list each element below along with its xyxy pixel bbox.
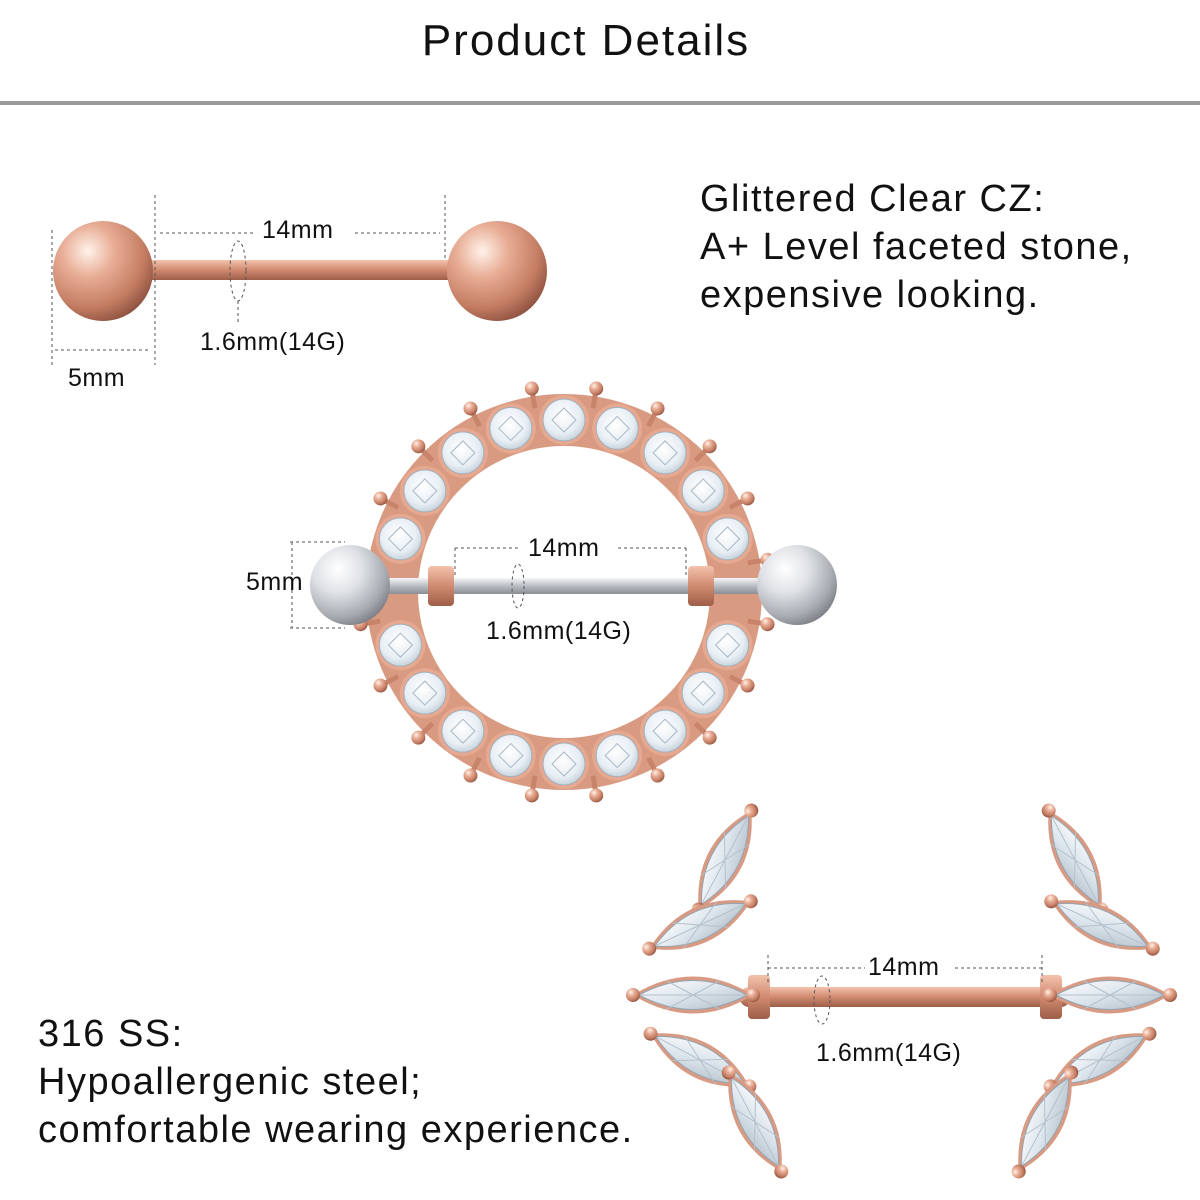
shield-length-label: 14mm <box>528 534 600 562</box>
marquise-stone-icon <box>1044 894 1160 956</box>
prong <box>463 768 478 783</box>
cz-stone-icon <box>489 406 533 450</box>
ball-end-icon <box>757 545 837 625</box>
marquise-stone-icon <box>1043 976 1177 1014</box>
cz-stone-icon <box>643 431 687 475</box>
barbell-plain <box>51 195 547 365</box>
prong <box>411 439 426 454</box>
cz-stone-icon <box>542 742 586 786</box>
prong <box>524 381 539 396</box>
prong <box>589 381 604 396</box>
prong <box>524 788 539 803</box>
marquise-stone-icon <box>691 803 759 917</box>
prong <box>650 401 665 416</box>
barbell-gauge-label: 1.6mm(14G) <box>200 328 346 356</box>
wings-length-label: 14mm <box>868 953 940 981</box>
cz-stone-icon <box>706 623 750 667</box>
prong <box>411 730 426 745</box>
marquise-stone-icon <box>721 1065 789 1179</box>
dimension-lines <box>767 955 1043 1025</box>
barbell-wings <box>626 803 1177 1179</box>
stone-heading: Glittered Clear CZ: <box>700 178 1046 220</box>
stone-line-2: expensive looking. <box>700 274 1040 316</box>
shield-ball-label: 5mm <box>246 568 304 596</box>
barbell-ball-label: 5mm <box>68 364 126 392</box>
material-line-1: Hypoallergenic steel; <box>38 1061 423 1103</box>
bar-rod <box>380 578 770 594</box>
prong <box>650 768 665 783</box>
bar-rod <box>740 987 1070 1007</box>
cz-stone-icon <box>595 406 639 450</box>
prong <box>463 401 478 416</box>
prong <box>702 439 717 454</box>
prong <box>589 788 604 803</box>
prong <box>740 678 755 693</box>
barbell-length-label: 14mm <box>262 216 334 244</box>
cz-stone-icon <box>378 623 422 667</box>
cz-stone-icon <box>706 517 750 561</box>
stone-note: Glittered Clear CZ: A+ Level faceted sto… <box>700 175 1133 319</box>
dimension-lines <box>51 195 446 365</box>
material-line-2: comfortable wearing experience. <box>38 1109 634 1151</box>
cz-stone-icon <box>403 469 447 513</box>
prong <box>760 617 775 632</box>
prong <box>740 491 755 506</box>
cz-stone-icon <box>681 469 725 513</box>
barbell-shield <box>290 381 837 803</box>
marquise-stone-icon <box>642 894 758 956</box>
ball-end-icon <box>310 545 390 625</box>
bar-collar <box>428 566 454 606</box>
cz-stone-icon <box>643 709 687 753</box>
prong <box>702 730 717 745</box>
prong <box>373 491 388 506</box>
wings-gauge-label: 1.6mm(14G) <box>816 1039 962 1067</box>
cz-stone-icon <box>681 671 725 715</box>
material-heading: 316 SS: <box>38 1013 184 1055</box>
marquise-stone-icon <box>626 976 760 1014</box>
bar-collar <box>688 566 714 606</box>
dimension-lines <box>290 541 687 629</box>
cz-stone-icon <box>378 517 422 561</box>
cz-stone-icon <box>441 709 485 753</box>
bar-rod <box>140 260 460 280</box>
prong <box>373 678 388 693</box>
cz-stone-icon <box>542 398 586 442</box>
marquise-stone-icon <box>1011 1065 1079 1179</box>
title-divider <box>0 101 1200 105</box>
stone-line-1: A+ Level faceted stone, <box>700 226 1133 268</box>
cz-stone-icon <box>595 734 639 778</box>
material-note: 316 SS: Hypoallergenic steel; comfortabl… <box>38 1010 634 1154</box>
ball-end-icon <box>53 221 153 321</box>
page-title: Product Details <box>421 16 751 65</box>
cz-stone-icon <box>489 734 533 778</box>
cz-stone-icon <box>403 671 447 715</box>
cz-stone-icon <box>441 431 485 475</box>
ball-end-icon <box>447 221 547 321</box>
shield-gauge-label: 1.6mm(14G) <box>486 617 632 645</box>
